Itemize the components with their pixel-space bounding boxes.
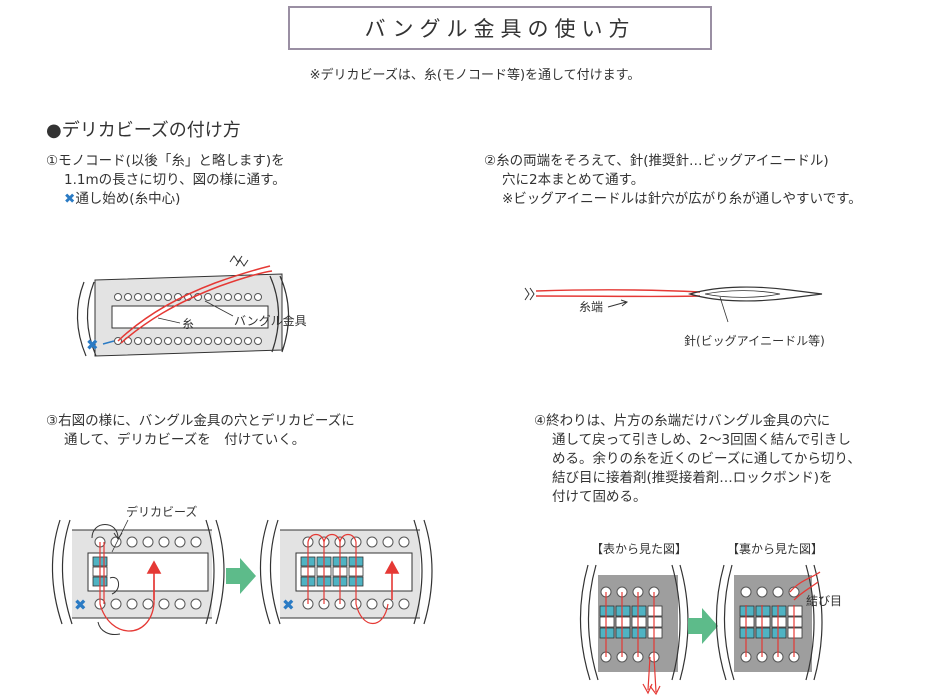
step4-text: ④終わりは、片方の糸端だけバングル金具の穴に 通して戻って引きしめ、2〜3回固く… bbox=[534, 412, 861, 507]
step3-text: ③右図の様に、バングル金具の穴とデリカビーズに 通して、デリカビーズを 付けてい… bbox=[46, 412, 355, 450]
thread-1 bbox=[117, 265, 271, 342]
thread-2 bbox=[120, 270, 273, 344]
step1-text: ①モノコード(以後「糸」と略します)を 1.1mの長さに切り、図の様に通す。 ✖… bbox=[46, 152, 286, 209]
back-view: 結び目 bbox=[715, 564, 842, 681]
start-x-mark: ✖ bbox=[86, 336, 99, 354]
bangle-beading-left: ✖ デリカビーズ bbox=[51, 504, 225, 635]
step3-line2: 通して、デリカビーズを 付けていく。 bbox=[64, 432, 306, 448]
knot bbox=[789, 571, 821, 601]
next-arrow-icon-1 bbox=[226, 558, 256, 594]
step1-start-text: 通し始め(糸中心) bbox=[75, 191, 181, 207]
step4-line3: める。余りの糸を近くのビーズに通してから切り、 bbox=[552, 451, 861, 467]
needle-illustration: 糸端 針(ビッグアイニードル等) bbox=[524, 286, 825, 348]
step4-line2: 通して戻って引きしめ、2〜3回固く結んで引きし bbox=[552, 432, 851, 448]
step4-line4: 結び目に接着剤(推奨接着剤…ロックボンド)を bbox=[552, 470, 833, 486]
label-thread: 糸 bbox=[182, 317, 194, 331]
thread-break bbox=[229, 255, 249, 267]
label-knot: 結び目 bbox=[806, 594, 842, 608]
next-arrow-icon-2 bbox=[688, 608, 718, 644]
front-view bbox=[579, 564, 689, 696]
label-bangle: バングル金具 bbox=[234, 313, 307, 328]
step4-line5: 付けて固める。 bbox=[552, 489, 647, 505]
up-arrow-icon bbox=[146, 560, 162, 600]
step2-line2: 穴に2本まとめて通す。 bbox=[502, 172, 645, 188]
step1-line1: ①モノコード(以後「糸」と略します)を bbox=[46, 153, 285, 169]
start-x-mark-4: ✖ bbox=[282, 596, 295, 614]
bangle-beading-right: ✖ bbox=[259, 519, 433, 625]
label-thread-ends: 糸端 bbox=[579, 300, 603, 314]
step4-line1: ④終わりは、片方の糸端だけバングル金具の穴に bbox=[534, 413, 831, 429]
start-x-icon: ✖ bbox=[64, 191, 76, 207]
label-front-view: 【表から見た図】 bbox=[591, 542, 687, 556]
section-title: ●デリカビーズの付け方 bbox=[46, 120, 241, 141]
label-back-view: 【裏から見た図】 bbox=[727, 541, 823, 556]
hole-row-bottom bbox=[114, 337, 262, 345]
start-x-mark-3: ✖ bbox=[74, 596, 87, 614]
start-arrow-icon bbox=[102, 340, 115, 345]
bangle-fitting-1: ✖ 糸 バングル金具 bbox=[76, 255, 307, 357]
step2-line1: ②糸の両端をそろえて、針(推奨針…ビッグアイニードル) bbox=[484, 153, 829, 169]
step3-line1: ③右図の様に、バングル金具の穴とデリカビーズに bbox=[46, 413, 355, 429]
intro-note: ※デリカビーズは、糸(モノコード等)を通して付けます。 bbox=[309, 68, 641, 83]
step2-line3: ※ビッグアイニードルは針穴が広がり糸が通しやすいです。 bbox=[502, 191, 862, 207]
needle-icon bbox=[687, 286, 823, 302]
label-needle: 針(ビッグアイニードル等) bbox=[684, 333, 825, 348]
label-delica-beads: デリカビーズ bbox=[126, 504, 197, 519]
thread-ends bbox=[535, 289, 701, 293]
title-box: バングル金具の使い方 bbox=[288, 6, 712, 50]
up-arrow-icon-2 bbox=[384, 560, 400, 600]
step1-line2: 1.1mの長さに切り、図の様に通す。 bbox=[64, 172, 286, 188]
step1-start-note: ✖通し始め(糸中心) bbox=[46, 190, 286, 209]
hole-row-top bbox=[114, 293, 262, 301]
page-title: バングル金具の使い方 bbox=[364, 17, 636, 41]
step2-text: ②糸の両端をそろえて、針(推奨針…ビッグアイニードル) 穴に2本まとめて通す。 … bbox=[484, 152, 862, 209]
ends-arrow-icon bbox=[607, 299, 629, 308]
